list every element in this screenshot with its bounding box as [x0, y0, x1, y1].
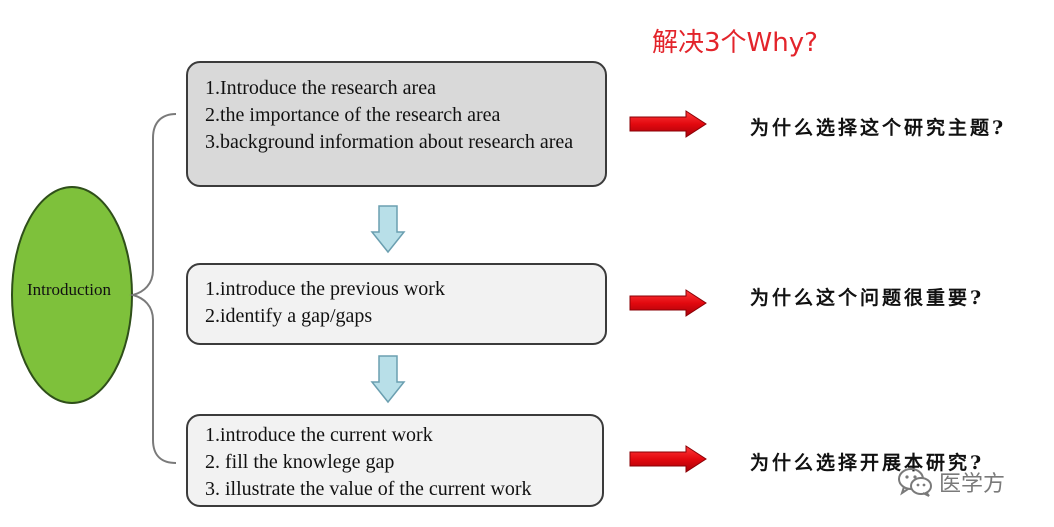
- wechat-icon: [897, 467, 933, 497]
- right-arrow-1: [629, 110, 707, 138]
- step-3-line-2: 2. fill the knowlege gap: [205, 451, 395, 473]
- header-note: 解决3个Why?: [652, 28, 818, 58]
- step-1-line-3: 3.background information about research …: [205, 131, 574, 153]
- question-3: 为什么选择开展本研究?: [750, 452, 985, 474]
- right-arrow-3: [629, 445, 707, 473]
- bracket-connector: [129, 113, 177, 464]
- watermark-text: 医学方: [939, 472, 1006, 497]
- watermark: 医学方: [897, 466, 1005, 498]
- step-box-1: 1.Introduce the research area 2.the impo…: [186, 61, 607, 187]
- question-1: 为什么选择这个研究主题?: [750, 117, 1007, 139]
- down-arrow-2: [370, 355, 406, 404]
- step-1-line-2: 2.the importance of the research area: [205, 104, 501, 126]
- question-2: 为什么这个问题很重要?: [750, 287, 985, 309]
- step-2-line-1: 1.introduce the previous work: [205, 278, 445, 300]
- step-box-3: 1.introduce the current work 2. fill the…: [186, 414, 604, 507]
- right-arrow-2: [629, 289, 707, 317]
- step-1-line-1: 1.Introduce the research area: [205, 77, 436, 99]
- down-arrow-1: [370, 205, 406, 254]
- step-3-line-3: 3. illustrate the value of the current w…: [205, 478, 532, 500]
- step-3-line-1: 1.introduce the current work: [205, 424, 433, 446]
- step-box-2: 1.introduce the previous work 2.identify…: [186, 263, 607, 345]
- step-2-line-2: 2.identify a gap/gaps: [205, 305, 373, 327]
- introduction-label: Introduction: [26, 280, 112, 299]
